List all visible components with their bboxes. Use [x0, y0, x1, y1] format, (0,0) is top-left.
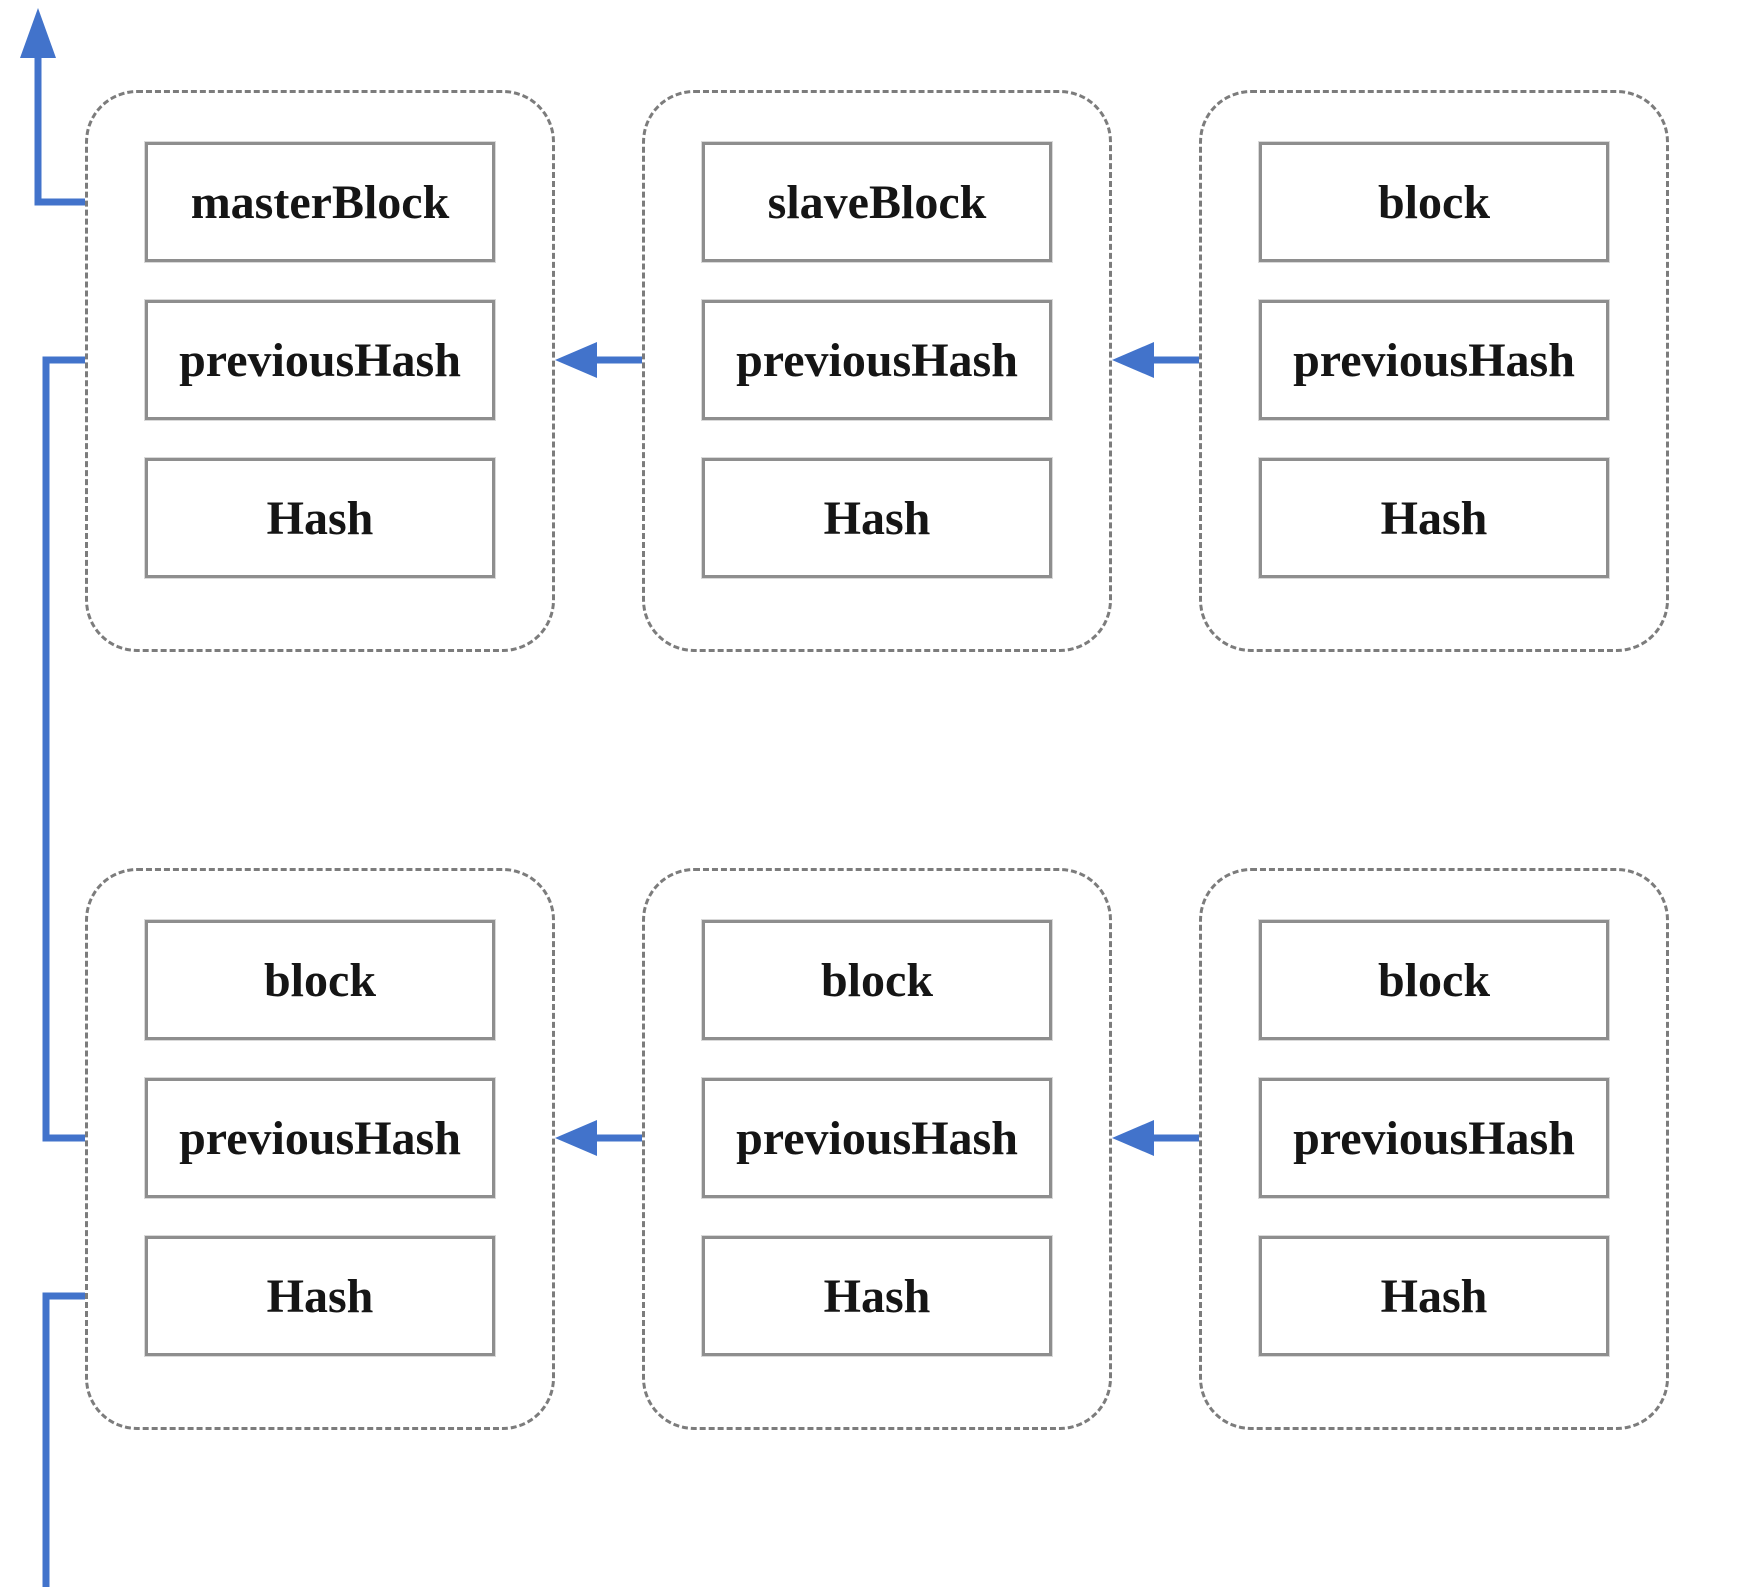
arrow-slaveblock-to-masterblock: [555, 342, 642, 378]
arrow-left-head-icon: [555, 1120, 597, 1156]
arrow-left-head-icon: [1112, 342, 1154, 378]
block-title-box: block: [702, 920, 1052, 1040]
block-hash-box: Hash: [702, 1236, 1052, 1356]
masterblock-title-box: masterBlock: [145, 142, 495, 262]
slaveblock-previoushash-box: previousHash: [702, 300, 1052, 420]
container-block-bottom-left: block previousHash Hash: [85, 868, 555, 1430]
arrow-topright-to-slaveblock: [1112, 342, 1199, 378]
container-masterblock: masterBlock previousHash Hash: [85, 90, 555, 652]
arrow-left-head-icon: [555, 342, 597, 378]
masterblock-hash-box: Hash: [145, 458, 495, 578]
block-title-box: block: [145, 920, 495, 1040]
block-hash-box: Hash: [145, 1236, 495, 1356]
block-hash-box: Hash: [1259, 1236, 1609, 1356]
container-block-bottom-mid: block previousHash Hash: [642, 868, 1112, 1430]
masterblock-previoushash-box: previousHash: [145, 300, 495, 420]
container-block-bottom-right: block previousHash Hash: [1199, 868, 1669, 1430]
arrow-bottommid-to-bottomleft: [555, 1120, 642, 1156]
slaveblock-title-box: slaveBlock: [702, 142, 1052, 262]
container-block-top-right: block previousHash Hash: [1199, 90, 1669, 652]
block-previoushash-box: previousHash: [1259, 300, 1609, 420]
block-title-box: block: [1259, 142, 1609, 262]
arrow-up-head-icon: [20, 8, 56, 58]
block-previoushash-box: previousHash: [1259, 1078, 1609, 1198]
slaveblock-hash-box: Hash: [702, 458, 1052, 578]
block-previoushash-box: previousHash: [702, 1078, 1052, 1198]
block-previoushash-box: previousHash: [145, 1078, 495, 1198]
arrow-bottomright-to-bottommid: [1112, 1120, 1199, 1156]
block-hash-box: Hash: [1259, 458, 1609, 578]
block-title-box: block: [1259, 920, 1609, 1040]
arrow-left-head-icon: [1112, 1120, 1154, 1156]
container-slaveblock: slaveBlock previousHash Hash: [642, 90, 1112, 652]
